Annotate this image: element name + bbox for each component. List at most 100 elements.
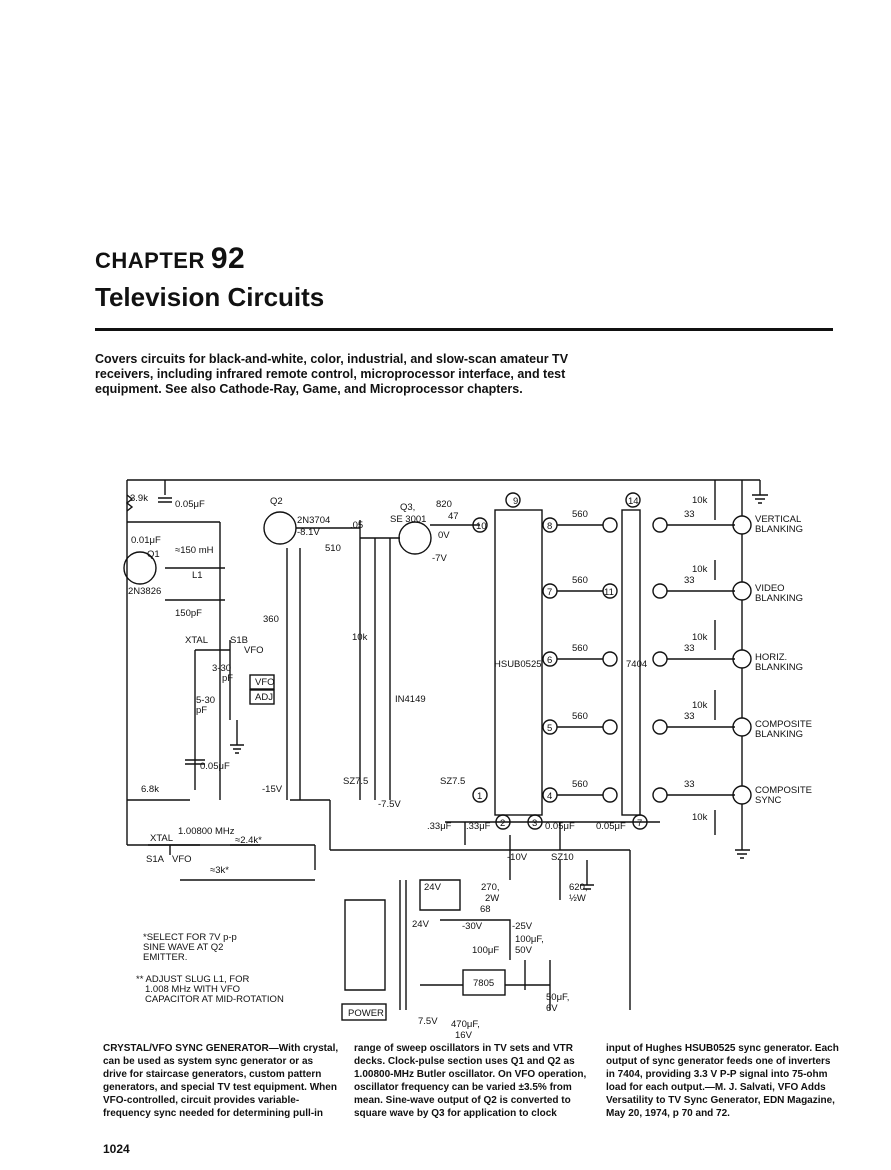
svg-text:7.5V: 7.5V — [418, 1016, 438, 1027]
svg-text:VFO: VFO — [244, 645, 264, 656]
svg-text:BLANKING: BLANKING — [755, 593, 803, 604]
svg-text:VERTICAL: VERTICAL — [755, 514, 801, 525]
svg-text:3-30: 3-30 — [212, 663, 231, 674]
svg-text:4: 4 — [547, 791, 552, 802]
svg-text:L1: L1 — [192, 570, 203, 581]
svg-text:0V: 0V — [438, 530, 450, 541]
svg-text:IN4149: IN4149 — [395, 694, 426, 705]
svg-text:24V: 24V — [412, 919, 430, 930]
svg-text:10k: 10k — [352, 632, 368, 643]
svg-text:33: 33 — [684, 575, 695, 586]
svg-text:1.00800 MHz: 1.00800 MHz — [178, 826, 235, 837]
svg-text:7404: 7404 — [626, 659, 647, 670]
svg-text:-15V: -15V — [262, 784, 283, 795]
svg-text:100μF,: 100μF, — [515, 934, 544, 945]
svg-text:½W: ½W — [569, 893, 586, 904]
svg-text:SE 3001: SE 3001 — [390, 514, 426, 525]
svg-text:510: 510 — [325, 543, 341, 554]
svg-text:10k: 10k — [692, 564, 708, 575]
svg-text:-10V: -10V — [507, 852, 528, 863]
svg-text:47: 47 — [448, 511, 459, 522]
svg-text:.05: .05 — [350, 520, 363, 531]
svg-text:Q2: Q2 — [270, 496, 283, 507]
svg-text:SZ7.5: SZ7.5 — [343, 776, 368, 787]
svg-text:1.008 MHz WITH VFO: 1.008 MHz WITH VFO — [145, 984, 240, 995]
svg-text:BLANKING: BLANKING — [755, 662, 803, 673]
svg-text:SZ10: SZ10 — [551, 852, 574, 863]
svg-text:10: 10 — [476, 521, 487, 532]
chapter-number: 92 — [210, 242, 246, 275]
caption-column-3: input of Hughes HSUB0525 sync generator.… — [606, 1043, 839, 1119]
svg-text:150pF: 150pF — [175, 608, 202, 619]
svg-text:33: 33 — [684, 509, 695, 520]
svg-text:0.05μF: 0.05μF — [200, 761, 230, 772]
svg-text:Q3,: Q3, — [400, 502, 415, 513]
svg-text:470μF,: 470μF, — [451, 1019, 480, 1030]
svg-text:6: 6 — [547, 655, 552, 666]
svg-text:560: 560 — [572, 779, 588, 790]
svg-text:S1B: S1B — [230, 635, 248, 646]
svg-text:560: 560 — [572, 711, 588, 722]
svg-text:24V: 24V — [424, 882, 442, 893]
svg-text:SINE WAVE AT Q2: SINE WAVE AT Q2 — [143, 942, 223, 953]
svg-text:16V: 16V — [455, 1030, 473, 1040]
svg-text:BLANKING: BLANKING — [755, 729, 803, 740]
caption-column-1: CRYSTAL/VFO SYNC GENERATOR—With crystal,… — [103, 1043, 339, 1119]
svg-text:68: 68 — [480, 904, 491, 915]
svg-text:-30V: -30V — [462, 921, 483, 932]
svg-text:-25V: -25V — [512, 921, 533, 932]
title-rule — [95, 328, 833, 331]
svg-text:-7V: -7V — [432, 553, 447, 564]
svg-text:14: 14 — [628, 496, 639, 507]
svg-text:6V: 6V — [546, 1003, 558, 1014]
svg-text:≈2.4k*: ≈2.4k* — [235, 835, 262, 846]
svg-text:0.01μF: 0.01μF — [131, 535, 161, 546]
chapter-intro: Covers circuits for black-and-white, col… — [95, 352, 569, 396]
svg-text:5-30: 5-30 — [196, 695, 215, 706]
svg-text:VFO: VFO — [255, 677, 275, 688]
svg-text:.33μF: .33μF — [466, 821, 491, 832]
svg-text:HORIZ.: HORIZ. — [755, 652, 787, 663]
svg-text:9: 9 — [513, 496, 518, 507]
svg-text:7: 7 — [547, 587, 552, 598]
svg-text:S1A: S1A — [146, 854, 165, 865]
schematic-labels: 3.9k 0.05μF Q2 2N3704 -8.1V .05 510 Q3, … — [128, 493, 812, 1040]
svg-text:3: 3 — [532, 818, 537, 829]
svg-text:2W: 2W — [485, 893, 499, 904]
svg-text:-7.5V: -7.5V — [378, 799, 401, 810]
svg-text:7805: 7805 — [473, 978, 494, 989]
svg-text:620,: 620, — [569, 882, 588, 893]
svg-text:.33μF: .33μF — [427, 821, 452, 832]
svg-text:560: 560 — [572, 575, 588, 586]
caption-column-2: range of sweep oscillators in TV sets an… — [354, 1043, 587, 1119]
svg-text:≈150 mH: ≈150 mH — [175, 545, 214, 556]
svg-text:360: 360 — [263, 614, 279, 625]
svg-text:50μF,: 50μF, — [546, 992, 569, 1003]
svg-text:2N3826: 2N3826 — [128, 586, 161, 597]
svg-text:HSUB0525: HSUB0525 — [494, 659, 542, 670]
svg-text:COMPOSITE: COMPOSITE — [755, 785, 812, 796]
schematic-diagram: 3.9k 0.05μF Q2 2N3704 -8.1V .05 510 Q3, … — [123, 479, 812, 1040]
svg-text:VIDEO: VIDEO — [755, 583, 785, 594]
svg-text:33: 33 — [684, 643, 695, 654]
svg-text:6.8k: 6.8k — [141, 784, 159, 795]
svg-text:50V: 50V — [515, 945, 533, 956]
svg-text:SYNC: SYNC — [755, 795, 782, 806]
svg-text:-8.1V: -8.1V — [297, 527, 320, 538]
svg-text:33: 33 — [684, 779, 695, 790]
svg-text:10k: 10k — [692, 632, 708, 643]
svg-text:8: 8 — [547, 521, 552, 532]
svg-text:2: 2 — [500, 818, 505, 829]
svg-text:pF: pF — [222, 673, 233, 684]
svg-text:0.05μF: 0.05μF — [596, 821, 626, 832]
svg-text:7: 7 — [637, 818, 642, 829]
page-number: 1024 — [103, 1142, 130, 1156]
svg-text:POWER: POWER — [348, 1008, 384, 1019]
svg-text:2N3704: 2N3704 — [297, 515, 330, 526]
svg-text:*SELECT FOR 7V p-p: *SELECT FOR 7V p-p — [143, 932, 237, 943]
chapter-word: CHAPTER — [95, 248, 205, 273]
svg-text:Q1: Q1 — [147, 549, 160, 560]
svg-text:3.9k: 3.9k — [130, 493, 148, 504]
svg-text:** ADJUST SLUG L1, FOR: ** ADJUST SLUG L1, FOR — [136, 974, 249, 985]
